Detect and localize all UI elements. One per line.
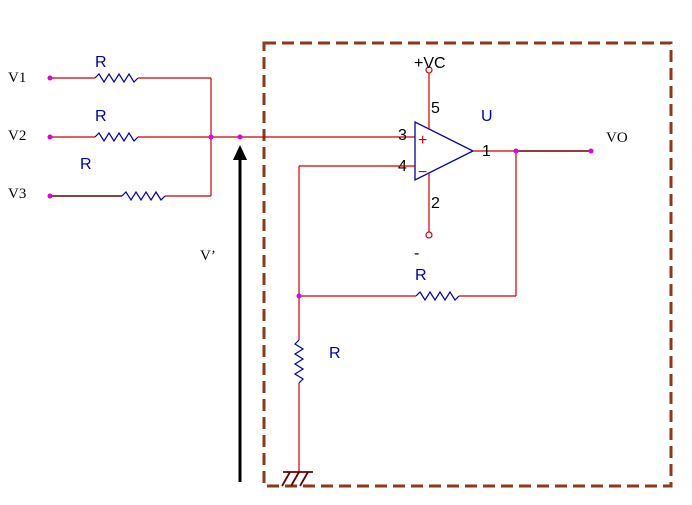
supply-negative-label: - (414, 245, 419, 262)
node-vprime (237, 134, 243, 140)
input-resistor-1-label: R (95, 54, 107, 71)
summing-node (208, 134, 214, 140)
input-v2-terminal (47, 134, 53, 140)
input-v1-resistor (94, 72, 139, 84)
input-v3-label: V3 (8, 186, 26, 202)
ground-resistor (293, 339, 305, 384)
feedback-node (296, 293, 302, 299)
vprime-arrow-head (233, 145, 247, 160)
input-resistor-2-label: R (95, 108, 107, 125)
ground-icon (281, 471, 313, 487)
opamp-plus-sign: + (418, 132, 427, 149)
input-resistor-3-label: R (80, 156, 92, 173)
supply-positive-terminal (425, 66, 433, 74)
ground-resistor-label: R (329, 345, 341, 362)
feedback-resistor-label: R (415, 267, 427, 284)
input-v2-resistor (94, 131, 139, 143)
input-v3-terminal (47, 193, 53, 199)
pin-2-label: 2 (431, 195, 440, 212)
node-voltage-label: V’ (200, 248, 216, 264)
feedback-resistor (415, 290, 460, 302)
output-node (513, 148, 519, 154)
input-v3-resistor (121, 190, 166, 202)
supply-negative-terminal (425, 231, 433, 239)
output-terminal (588, 148, 594, 154)
pin-1-label: 1 (482, 143, 491, 160)
opamp-symbol (414, 120, 475, 182)
pin-5-label: 5 (431, 100, 440, 117)
supply-positive-label: +VC (414, 55, 446, 72)
opamp-minus-sign: − (418, 164, 427, 181)
pin-3-label: 3 (398, 127, 407, 144)
output-label: VO (606, 130, 628, 146)
opamp-name: U (481, 108, 493, 125)
input-v1-terminal (47, 75, 53, 81)
amplifier-enclosure (262, 41, 673, 488)
input-v2-label: V2 (8, 128, 26, 144)
input-v1-label: V1 (8, 70, 26, 86)
